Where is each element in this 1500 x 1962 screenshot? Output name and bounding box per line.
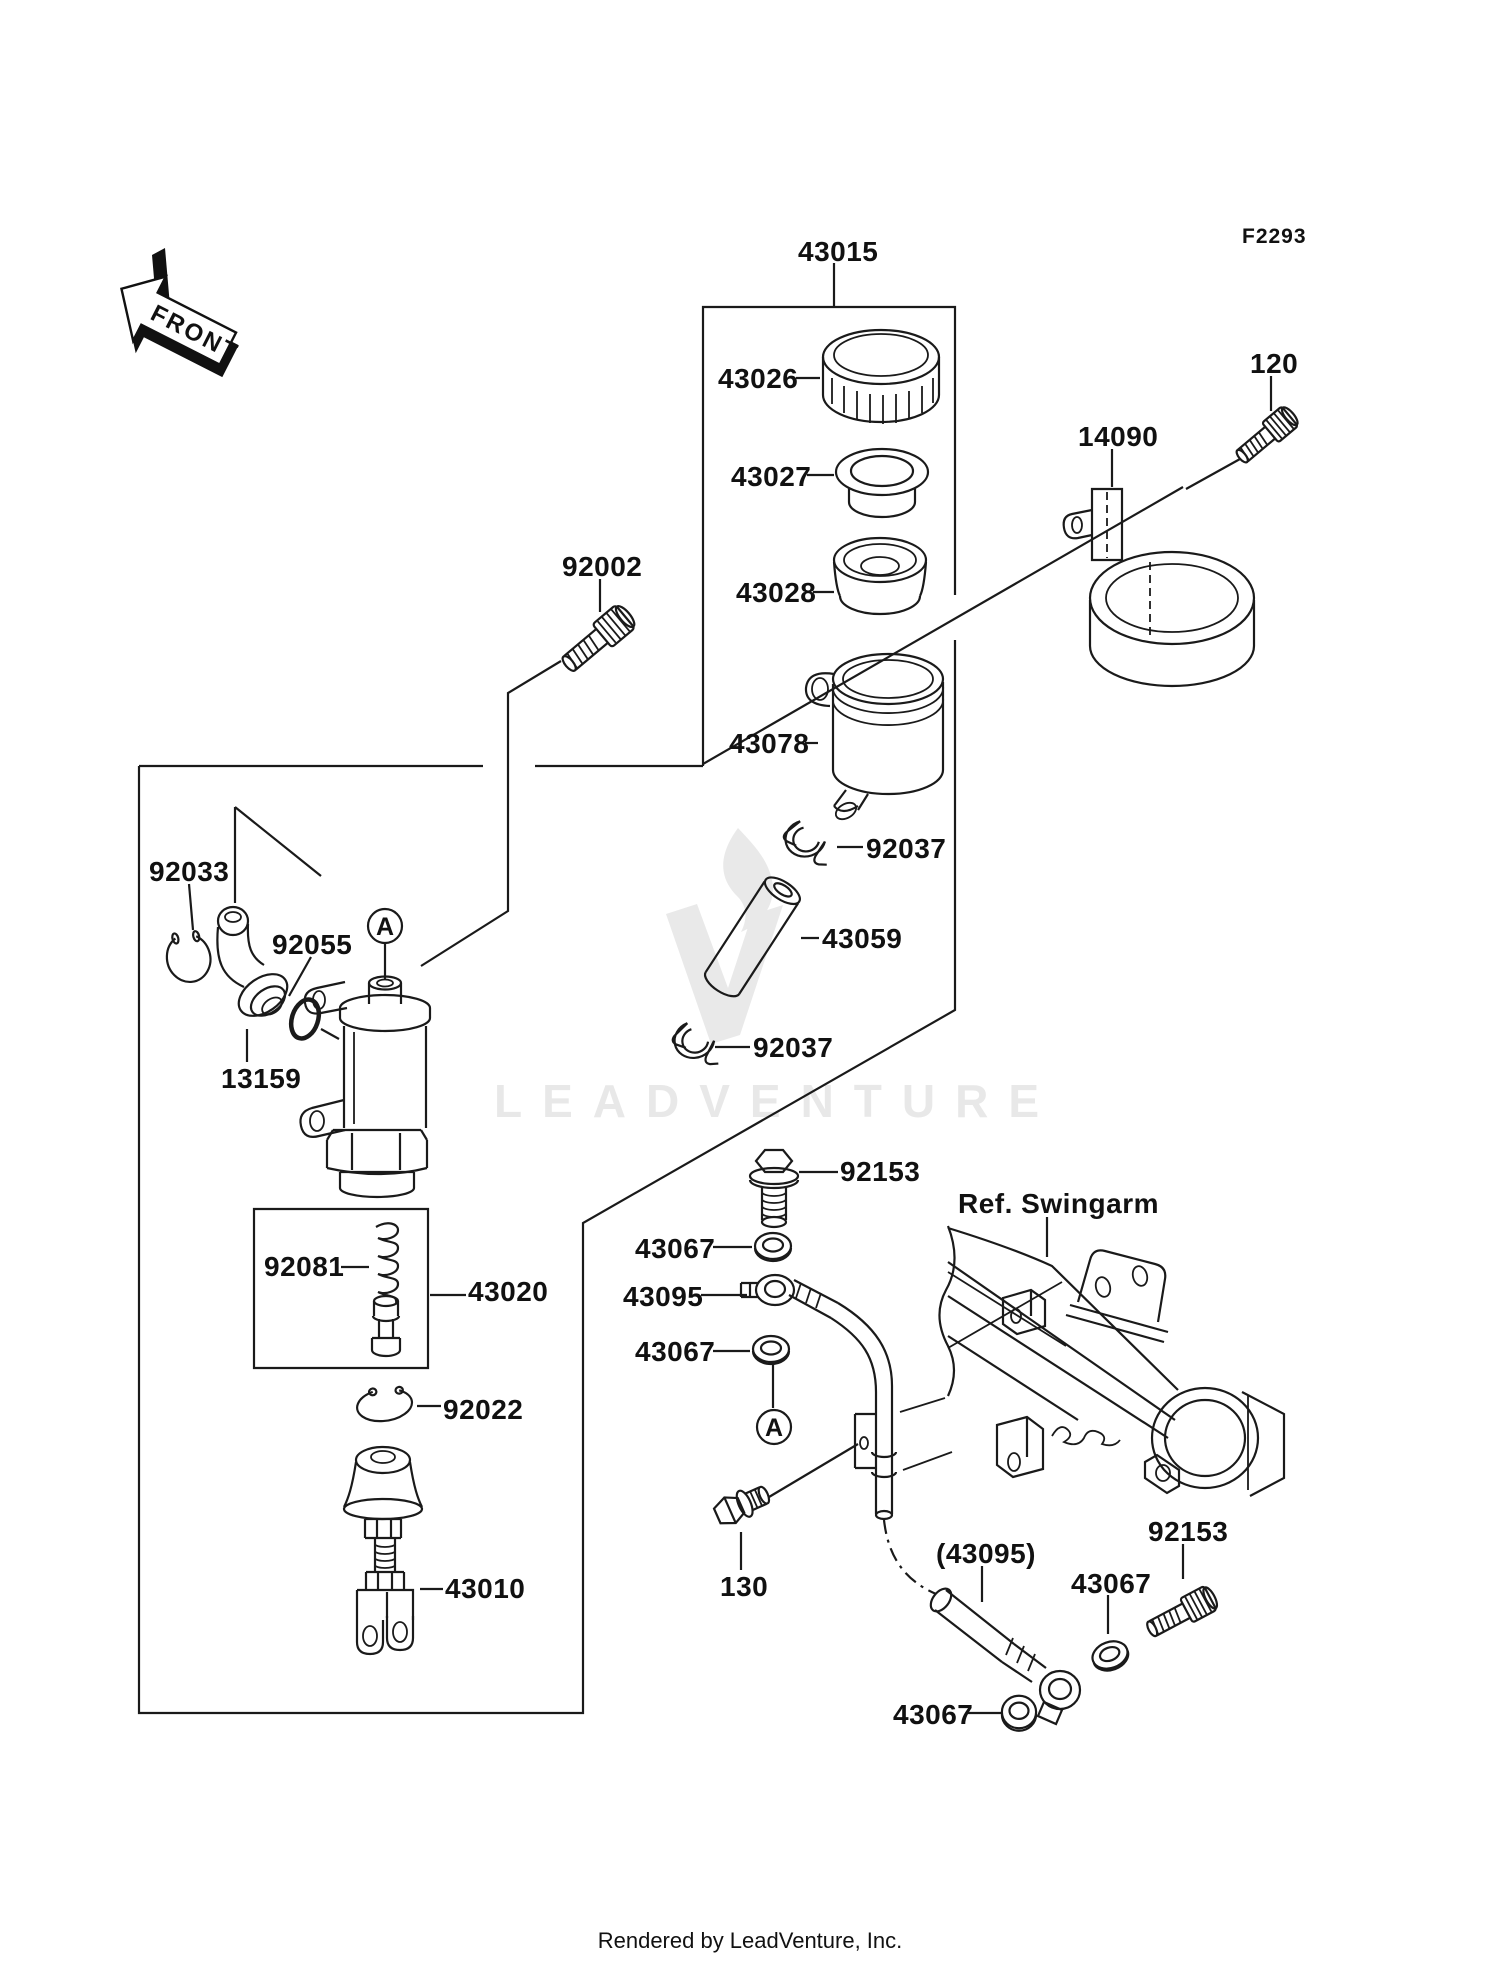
callout-43027: 43027 bbox=[731, 461, 811, 492]
connector-a-top: A bbox=[368, 909, 402, 943]
outline-boxes bbox=[139, 307, 955, 1713]
callout-43095-paren: (43095) bbox=[936, 1538, 1036, 1569]
part-banjo-43095 bbox=[741, 1275, 794, 1305]
callout-92055: 92055 bbox=[272, 929, 352, 960]
callout-43067-2: 43067 bbox=[635, 1336, 715, 1367]
callout-92081: 92081 bbox=[264, 1251, 344, 1282]
callout-92153-bottom: 92153 bbox=[1148, 1516, 1228, 1547]
part-hose-43095-lower bbox=[927, 1585, 1080, 1724]
part-bracket-14090 bbox=[1064, 489, 1254, 686]
callout-13159: 13159 bbox=[221, 1063, 301, 1094]
ref-swingarm-drawing bbox=[900, 1226, 1284, 1496]
watermark: LEADVENTURE bbox=[494, 828, 1059, 1127]
callout-14090: 14090 bbox=[1078, 421, 1158, 452]
footer-credit: Rendered by LeadVenture, Inc. bbox=[598, 1928, 903, 1953]
callout-43015: 43015 bbox=[798, 236, 878, 267]
callout-43078: 43078 bbox=[729, 728, 809, 759]
callout-92022: 92022 bbox=[443, 1394, 523, 1425]
part-bolt-92002 bbox=[555, 600, 640, 679]
callout-92037-top: 92037 bbox=[866, 833, 946, 864]
callout-43026: 43026 bbox=[718, 363, 798, 394]
callout-43059: 43059 bbox=[822, 923, 902, 954]
part-master-cylinder bbox=[300, 977, 430, 1198]
part-bolt-130 bbox=[712, 1481, 774, 1529]
part-cap-43026 bbox=[823, 330, 939, 424]
callout-43067-1: 43067 bbox=[635, 1233, 715, 1264]
part-piston-cup bbox=[372, 1296, 400, 1356]
ref-swingarm-label: Ref. Swingarm bbox=[958, 1188, 1159, 1219]
part-diaphragm-43028 bbox=[834, 538, 926, 614]
kit-box-43020 bbox=[254, 1209, 428, 1368]
connector-a-top-label: A bbox=[376, 913, 394, 941]
part-circlip-92022 bbox=[353, 1382, 416, 1426]
leadventure-flame-icon bbox=[666, 828, 783, 1044]
part-bolt-92153-bottom bbox=[1141, 1582, 1222, 1644]
callout-92037-bottom: 92037 bbox=[753, 1032, 833, 1063]
callout-43095: 43095 bbox=[623, 1281, 703, 1312]
callout-43010: 43010 bbox=[445, 1573, 525, 1604]
callout-120: 120 bbox=[1250, 348, 1298, 379]
callout-43067-4: 43067 bbox=[1071, 1568, 1151, 1599]
part-oring-92055 bbox=[286, 996, 323, 1042]
part-clamp-92037-top bbox=[780, 815, 831, 874]
part-washer-43067-1 bbox=[753, 1231, 793, 1263]
watermark-text: LEADVENTURE bbox=[494, 1075, 1059, 1127]
part-washer-43067-3 bbox=[1000, 1694, 1038, 1733]
part-elbow-13159 bbox=[217, 907, 295, 1024]
callout-92033: 92033 bbox=[149, 856, 229, 887]
callout-92153-top: 92153 bbox=[840, 1156, 920, 1187]
callout-92002: 92002 bbox=[562, 551, 642, 582]
callout-43020: 43020 bbox=[468, 1276, 548, 1307]
part-reservoir-43078 bbox=[806, 654, 943, 823]
part-circlip-92033 bbox=[158, 924, 218, 989]
part-spring-92081 bbox=[376, 1223, 398, 1303]
callout-43067-3: 43067 bbox=[893, 1699, 973, 1730]
part-plate-43027 bbox=[836, 449, 928, 517]
connector-a-bottom-label: A bbox=[765, 1414, 783, 1442]
figure-code: F2293 bbox=[1242, 225, 1307, 248]
part-washer-43067-2 bbox=[751, 1334, 791, 1366]
part-pushrod-43010 bbox=[344, 1447, 422, 1654]
part-hose-43059 bbox=[701, 872, 804, 1001]
connector-a-bottom: A bbox=[757, 1410, 791, 1444]
callout-labels: 43015 43026 43027 43028 43078 92037 4305… bbox=[149, 225, 1307, 1730]
callout-43028: 43028 bbox=[736, 577, 816, 608]
part-bolt-120 bbox=[1230, 402, 1303, 470]
part-bolt-92153-top bbox=[750, 1150, 798, 1227]
front-arrow: FRONT bbox=[98, 248, 243, 378]
part-washer-43067-4 bbox=[1087, 1635, 1134, 1677]
leader-lines bbox=[189, 263, 1271, 1713]
part-brake-pipe bbox=[789, 1280, 896, 1519]
callout-130: 130 bbox=[720, 1571, 768, 1602]
